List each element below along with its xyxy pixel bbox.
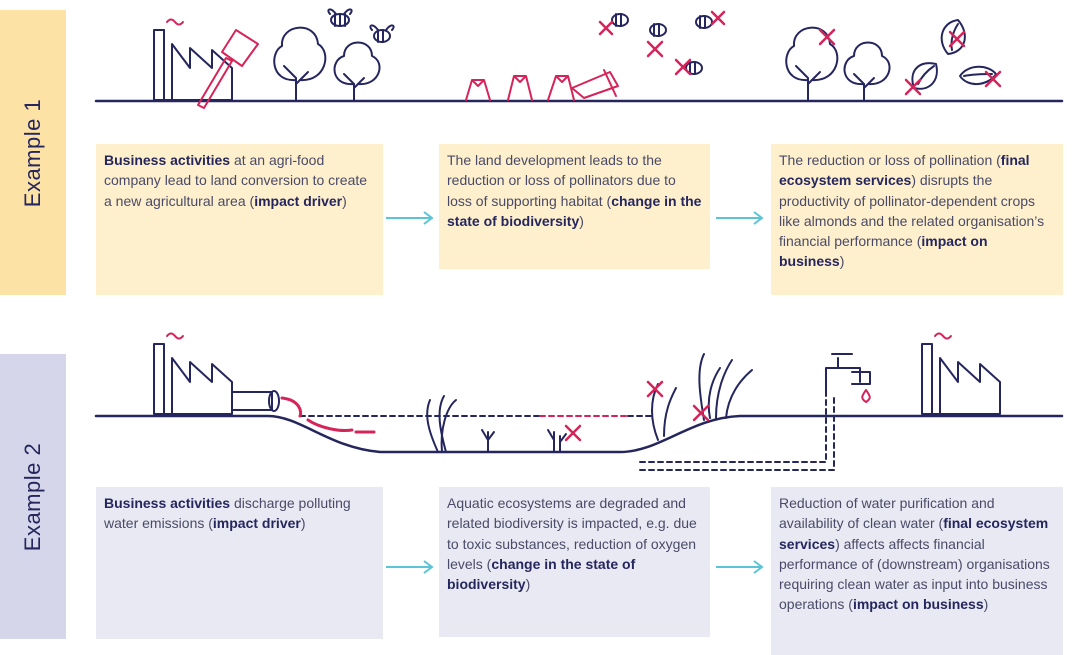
text-run: ) bbox=[342, 192, 347, 209]
arrow-right-icon bbox=[386, 211, 434, 225]
bee-icon bbox=[611, 13, 629, 27]
text-run: Aquatic ecosystems are degraded and rela… bbox=[447, 495, 697, 572]
arrow-right-icon bbox=[716, 211, 764, 225]
bee-icon bbox=[649, 23, 667, 37]
arrow-right-icon bbox=[386, 560, 434, 574]
bee-icon bbox=[369, 24, 395, 43]
bold-term: change in the state of biodiversity bbox=[447, 192, 702, 229]
box-text: Reduction of water purification and avai… bbox=[779, 495, 1050, 612]
example-2-box-2: Aquatic ecosystems are degraded and rela… bbox=[439, 487, 710, 637]
aquatic-plant-icon bbox=[651, 353, 753, 441]
tree-icon bbox=[333, 41, 381, 101]
factory-icon bbox=[921, 332, 1001, 415]
underground-pipe bbox=[639, 395, 835, 471]
text-run: discharge polluting water emissions ( bbox=[104, 495, 351, 532]
bee-icon bbox=[695, 15, 713, 29]
bold-term: impact driver bbox=[212, 515, 301, 532]
bold-term: Business activities bbox=[104, 152, 231, 168]
box-text: Business activities discharge polluting … bbox=[104, 495, 351, 531]
water-drop-icon bbox=[861, 389, 871, 403]
cross-mark-icon bbox=[564, 380, 710, 442]
bold-term: impact on business bbox=[779, 233, 988, 270]
example-2-sidebar: Example 2 bbox=[0, 354, 66, 639]
bold-term: final ecosystem services bbox=[779, 152, 1030, 189]
aquatic-plant-icon bbox=[426, 395, 457, 453]
text-run: Reduction of water purification and avai… bbox=[779, 495, 995, 532]
factory-icon bbox=[153, 18, 233, 101]
bold-term: impact on business bbox=[852, 596, 984, 613]
example-1-sidebar: Example 1 bbox=[0, 10, 66, 295]
text-run: ) disrupts the productivity of pollinato… bbox=[779, 172, 1045, 250]
example-1-box-2: The land development leads to the reduct… bbox=[439, 144, 710, 269]
aquatic-plant-icon bbox=[547, 429, 567, 453]
aquatic-plant-icon bbox=[481, 429, 495, 453]
bold-term: Business activities bbox=[104, 495, 231, 511]
bee-icon bbox=[685, 61, 703, 75]
tree-icon bbox=[843, 41, 891, 101]
text-run: ) bbox=[839, 253, 845, 270]
bold-term: change in the state of biodiversity bbox=[447, 555, 636, 593]
text-run: ) bbox=[300, 515, 306, 532]
bold-term: impact driver bbox=[254, 192, 343, 209]
ground-line-2 bbox=[94, 414, 1064, 454]
tap-icon bbox=[825, 353, 871, 397]
example-2-box-3: Reduction of water purification and avai… bbox=[771, 487, 1063, 655]
example-1-box-3: The reduction or loss of pollination (fi… bbox=[771, 144, 1063, 295]
cross-mark-icon bbox=[598, 10, 726, 76]
bee-icon bbox=[327, 8, 353, 27]
axe-icon bbox=[197, 29, 259, 109]
example-1-box-1: Business activities at an agri-food comp… bbox=[96, 144, 383, 295]
cross-mark-icon bbox=[818, 28, 1002, 96]
almond-icon bbox=[959, 65, 997, 85]
pipe-icon bbox=[231, 390, 376, 434]
text-run: ) bbox=[525, 576, 531, 593]
box-text: Business activities at an agri-food comp… bbox=[104, 152, 367, 209]
tree-icon bbox=[273, 26, 327, 101]
tree-stump-icon bbox=[465, 69, 619, 101]
text-run: at an agri-food company lead to land con… bbox=[104, 152, 368, 209]
factory-icon bbox=[153, 332, 233, 415]
box-text: The reduction or loss of pollination (fi… bbox=[779, 152, 1044, 269]
text-run: The land development leads to the reduct… bbox=[447, 152, 676, 209]
text-run: ) affects affects financial performance … bbox=[779, 535, 1050, 613]
bold-term: final ecosystem services bbox=[779, 515, 1049, 552]
box-text: Aquatic ecosystems are degraded and rela… bbox=[447, 495, 697, 592]
text-run: ) bbox=[983, 596, 989, 613]
box-text: The land development leads to the reduct… bbox=[447, 152, 701, 229]
example-2-box-1: Business activities discharge polluting … bbox=[96, 487, 383, 639]
text-run: ) bbox=[579, 212, 584, 229]
tree-icon bbox=[785, 26, 839, 101]
text-run: The reduction or loss of pollination ( bbox=[779, 152, 1001, 168]
arrow-right-icon bbox=[716, 560, 764, 574]
